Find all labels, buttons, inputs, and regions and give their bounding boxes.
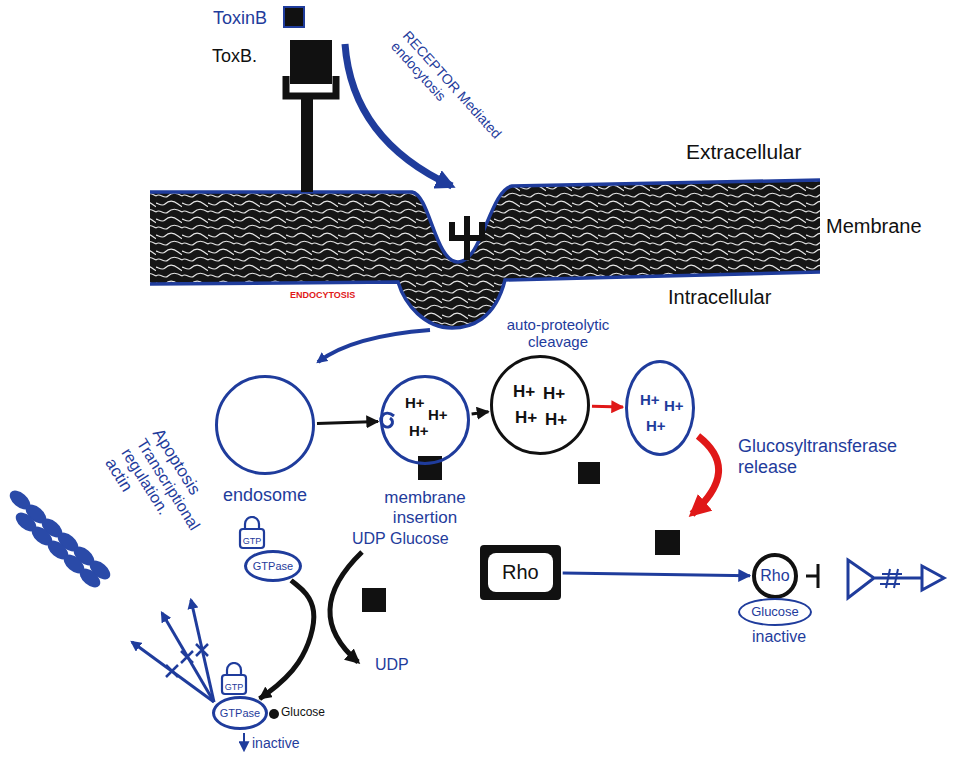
protein-label: Rho (488, 553, 553, 592)
gtp-lock: GTP (238, 516, 266, 550)
state-label: inactive (252, 735, 299, 751)
toxin-square (418, 456, 442, 480)
rho-box: Rho (480, 545, 561, 600)
pit-receptor (452, 216, 482, 260)
inhibition-bar (806, 564, 818, 588)
toxin-label: ToxinB (213, 8, 267, 29)
proton-label: H+ (515, 408, 537, 428)
sugar-label: Glucose (281, 706, 325, 720)
region-label: Extracellular (686, 140, 802, 164)
gtpase-ellipse: GTPase (212, 696, 268, 730)
membrane-inner-edge (150, 272, 820, 328)
proton-label: H+ (545, 410, 567, 430)
rotated-label-group: ApoptosisTranscriptional regulation.acti… (101, 425, 237, 580)
substrate-label: UDP Glucose (352, 530, 449, 548)
proton-label: H+ (428, 406, 448, 423)
protein-label: GTPase (253, 560, 293, 573)
receptor-stem (301, 96, 313, 192)
internalisation-arrow (318, 330, 430, 362)
actin-filament (6, 487, 113, 591)
connector-arrow (592, 405, 623, 409)
proton-label: H+ (646, 417, 666, 434)
toxin-square: ToxinB (283, 6, 305, 28)
proton-label: H+ (543, 384, 565, 404)
membrane-outer-edge (150, 180, 820, 262)
connector-arrow (317, 421, 378, 423)
effector-symbol (848, 560, 944, 598)
glucosyltransferase-square (655, 530, 680, 555)
receptor-bound-toxin: ToxB. (290, 40, 332, 84)
endosome-circle: H+H+H+membrane insertion (380, 375, 470, 465)
connector-arrow (260, 580, 314, 698)
gtp-lock: GTP (220, 662, 248, 696)
region-label: Membrane (826, 215, 922, 238)
effect-arrow (162, 613, 214, 702)
toxin-label: ToxB. (212, 46, 257, 67)
blocked-mark (880, 569, 902, 588)
inactive-arrow (243, 733, 245, 750)
product-label: UDP (375, 656, 409, 674)
glucosyltransferase-square (362, 588, 386, 612)
proton-label: H+ (640, 391, 660, 408)
process-label: Glucosyltransferase release (738, 436, 913, 477)
nucleotide-label: GTP (225, 682, 244, 692)
protein-label: Rho (760, 567, 789, 585)
proton-label: H+ (513, 382, 535, 402)
region-label: Intracellular (668, 286, 771, 309)
sugar-label: Glucose (751, 605, 799, 620)
effect-arrow (132, 642, 214, 702)
proton-label: H+ (664, 397, 684, 414)
protein-label: GTPase (220, 707, 260, 720)
proton-label: H+ (409, 422, 429, 439)
toxin-square (578, 462, 600, 484)
glucose-ellipse: Glucose (738, 598, 812, 626)
gtpase-ellipse: GTPase (244, 550, 302, 582)
state-label: inactive (752, 628, 806, 646)
rho-circle: Rho (752, 553, 798, 599)
udp-glucose-arrow (330, 552, 362, 662)
connector-arrow (563, 573, 750, 576)
membrane-band (150, 180, 820, 328)
endosome-circle: endosome (215, 375, 315, 475)
process-label: ENDOCYTOSIS (290, 290, 355, 300)
stage-label: auto-proteolytic cleavage (498, 316, 618, 351)
blocked-cross (166, 644, 208, 677)
endosome-circle: H+H+H+ (625, 360, 695, 456)
process-label: RECEPTOR Mediated endocytosis (388, 28, 512, 161)
glucose-dot (269, 709, 279, 719)
stage-label: endosome (205, 485, 325, 506)
release-arrow (692, 436, 719, 514)
connector-arrow (472, 412, 489, 414)
endosome-circle: H+H+H+H+auto-proteolytic cleavage (490, 355, 590, 455)
nucleotide-label: GTP (243, 536, 262, 546)
proton-label: H+ (405, 394, 425, 411)
stage-label: membrane insertion (368, 488, 482, 527)
